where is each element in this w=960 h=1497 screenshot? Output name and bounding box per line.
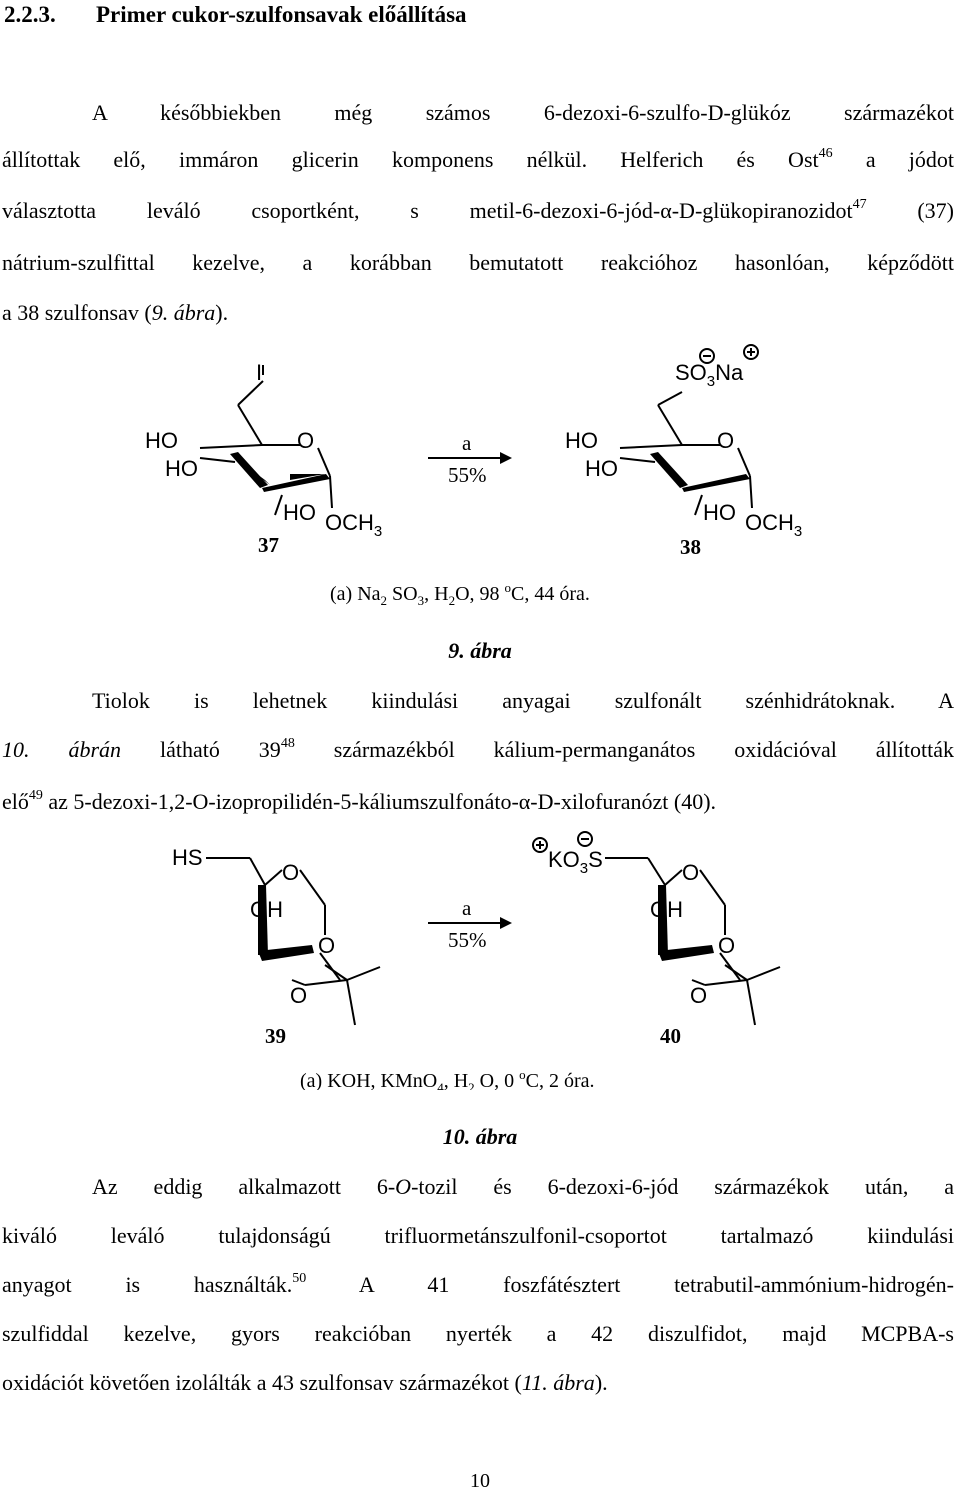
section-title: Primer cukor-szulfonsavak előállítása: [96, 2, 467, 27]
label-oh: OH: [650, 897, 683, 922]
yield: 55%: [448, 463, 487, 487]
label-ho: HO: [585, 456, 618, 481]
para1-line1: A későbbiekben még számos 6-dezoxi-6-szu…: [92, 96, 954, 130]
label-o: O: [718, 933, 735, 958]
label-so3na: SO3Na: [675, 360, 744, 390]
label-ko3s: KO3S: [548, 847, 603, 877]
para1-line3: választotta leváló csoportként, s metil-…: [2, 194, 954, 228]
label-ho: HO: [565, 428, 598, 453]
label-o: O: [318, 933, 335, 958]
conditions: (a) KOH, KMnO4, H2 O, 0 oC, 2 óra.: [300, 1067, 595, 1090]
label-ho: HO: [283, 500, 316, 525]
text: A későbbiekben még számos 6-dezoxi-6-szu…: [92, 100, 954, 125]
text: választotta leváló csoportként, s metil-…: [2, 198, 853, 223]
para1-line2: állítottak elő, immáron glicerin kompone…: [2, 143, 954, 177]
para2-line3: elő49 az 5-dezoxi-1,2-O-izopropilidén-5-…: [2, 785, 954, 819]
figure-9-scheme: I HO HO O HO OCH3 SO3Na HO HO O HO OCH3 …: [145, 344, 802, 608]
citation: 49: [28, 788, 43, 803]
para2-line2: 10. ábrán látható 3948 származékból káli…: [2, 733, 954, 767]
section-heading: 2.2.3. Primer cukor-szulfonsavak előállít…: [4, 2, 467, 28]
para1-line4: nátrium-szulfittal kezelve, a korábban b…: [2, 246, 954, 280]
text: a jódot: [832, 147, 954, 172]
compound-37: 37: [258, 533, 279, 557]
label-o: O: [690, 983, 707, 1008]
label-ring-o: O: [682, 860, 699, 885]
label-ho: HO: [703, 500, 736, 525]
text: látható 39: [121, 737, 281, 762]
para3-line3: anyagot is használták.50 A 41 foszfátész…: [2, 1268, 954, 1302]
section-number: 2.2.3.: [4, 2, 56, 27]
compound-38: 38: [680, 535, 701, 559]
text: Az eddig alkalmazott 6-: [92, 1174, 396, 1199]
text: A 41 foszfátésztert tetrabutil-ammónium-…: [306, 1272, 954, 1297]
yield: 55%: [448, 928, 487, 952]
label-o: O: [290, 983, 307, 1008]
compound-39: 39: [265, 1024, 286, 1048]
reagent-label: a: [462, 431, 472, 455]
para3-line4: szulfiddal kezelve, gyors reakcióban nye…: [2, 1317, 954, 1351]
label-ho: HO: [145, 428, 178, 453]
para1-line5: a 38 szulfonsav (9. ábra).: [2, 296, 954, 330]
label-och3: OCH3: [325, 510, 382, 540]
page-number: 10: [470, 1470, 490, 1492]
label-ho: HO: [165, 456, 198, 481]
text: elő: [2, 789, 29, 814]
citation: 46: [818, 146, 833, 161]
conditions: (a) Na2 SO3, H2O, 98 oC, 44 óra.: [330, 580, 590, 608]
citation: 47: [852, 197, 867, 212]
para3-line1: Az eddig alkalmazott 6-O-tozil és 6-dezo…: [92, 1170, 954, 1204]
figure-ref: 10. ábrán: [2, 737, 122, 762]
text: állítottak elő, immáron glicerin kompone…: [2, 147, 819, 172]
figure-ref: 9. ábra: [151, 300, 216, 325]
text: Tiolok is lehetnek kiindulási anyagai sz…: [92, 688, 954, 713]
label-ring-o: O: [717, 428, 734, 453]
label-och3: OCH3: [745, 510, 802, 540]
text: (37): [866, 198, 954, 223]
italic-o: O: [395, 1174, 412, 1199]
figure-9-caption: 9. ábra: [448, 638, 512, 663]
text: az 5-dezoxi-1,2-O-izopropilidén-5-kálium…: [42, 789, 717, 814]
text: a 38 szulfonsav (: [2, 300, 152, 325]
figure-10-scheme: HS O OH O O KO3S O OH O O a 55% 39 40 (a…: [172, 831, 781, 1090]
text: származékból kálium-permanganátos oxidác…: [294, 737, 955, 762]
figure-10-caption: 10. ábra: [442, 1124, 518, 1149]
text: szulfiddal kezelve, gyors reakcióban nye…: [2, 1321, 954, 1346]
figure-ref: 11. ábra: [521, 1370, 595, 1395]
text: kiváló leváló tulajdonságú trifluormetán…: [2, 1223, 954, 1248]
label-ring-o: O: [282, 860, 299, 885]
label-hs: HS: [172, 845, 203, 870]
text: anyagot is használták.: [2, 1272, 293, 1297]
citation: 48: [280, 736, 295, 751]
citation: 50: [292, 1271, 307, 1286]
reagent-label: a: [462, 896, 472, 920]
compound-40: 40: [660, 1024, 681, 1048]
text: oxidációt követően izolálták a 43 szulfo…: [2, 1370, 522, 1395]
label-ring-o: O: [297, 428, 314, 453]
text: ).: [215, 300, 229, 325]
label-oh: OH: [250, 897, 283, 922]
para3-line2: kiváló leváló tulajdonságú trifluormetán…: [2, 1219, 954, 1253]
text: -tozil és 6-dezoxi-6-jód származékok utá…: [411, 1174, 954, 1199]
label-iodine: I: [256, 360, 262, 385]
para3-line5: oxidációt követően izolálták a 43 szulfo…: [2, 1366, 954, 1400]
text: nátrium-szulfittal kezelve, a korábban b…: [2, 250, 954, 275]
para2-line1: Tiolok is lehetnek kiindulási anyagai sz…: [92, 684, 954, 718]
text: ).: [594, 1370, 608, 1395]
